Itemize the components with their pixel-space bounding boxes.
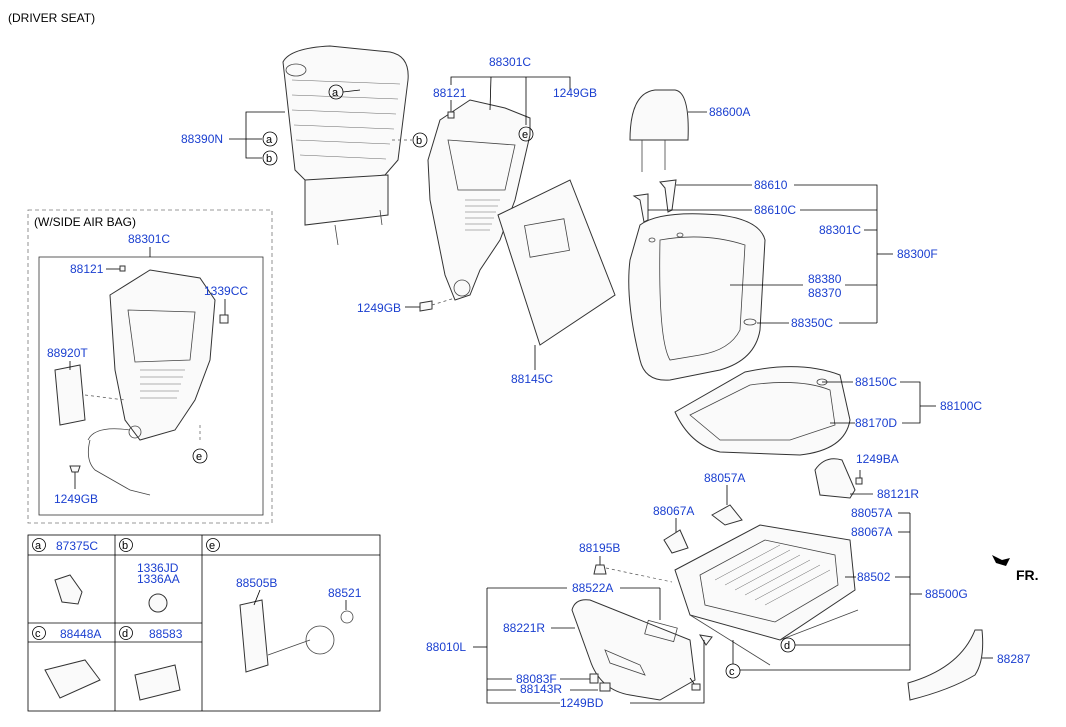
bracket-87375C-part — [54, 574, 83, 605]
label-88170D: 88170D — [855, 416, 897, 430]
label-88301C-top: 88301C — [489, 55, 531, 69]
label-88287: 88287 — [997, 652, 1031, 666]
label-88390N: 88390N — [181, 132, 223, 146]
side-shield-part — [571, 599, 696, 701]
front-arrow-icon — [992, 555, 1010, 566]
label-88522A: 88522A — [572, 581, 613, 595]
label-88301C-right: 88301C — [819, 223, 861, 237]
trim-cover-part — [907, 629, 984, 701]
table-callout-e: e — [209, 540, 215, 552]
callout-e-airbag: e — [196, 451, 202, 463]
label-88600A: 88600A — [709, 105, 750, 119]
table-part-1336JD: 1336JD — [137, 561, 179, 575]
table-callout-a: a — [35, 540, 42, 552]
side-airbag-inner-box — [38, 256, 264, 516]
seat-track-frame-part — [674, 524, 859, 666]
label-1249BA: 1249BA — [856, 452, 899, 466]
label-88500G: 88500G — [925, 587, 968, 601]
label-88083F: 88083F — [516, 672, 557, 686]
label-88195B: 88195B — [579, 541, 620, 555]
callout-a: a — [332, 87, 339, 99]
seatback-cushion-part — [628, 213, 766, 381]
side-airbag-title: (W/SIDE AIR BAG) — [34, 215, 136, 229]
label-88010L: 88010L — [426, 640, 466, 654]
table-part-87375C: 87375C — [56, 539, 98, 553]
motor-88505B-part — [239, 599, 269, 673]
diagram-title: (DRIVER SEAT) — [8, 11, 95, 25]
side-airbag-box — [27, 209, 273, 524]
headrest-part — [629, 89, 689, 172]
label-88067A-top: 88067A — [653, 504, 694, 518]
seatback-frame-part — [427, 99, 531, 301]
table-part-88505B: 88505B — [236, 576, 277, 590]
seat-cushion-part — [674, 366, 851, 456]
label-88370: 88370 — [808, 286, 842, 300]
label-88610C: 88610C — [754, 203, 796, 217]
label-88150C: 88150C — [855, 375, 897, 389]
label-88143R: 88143R — [520, 682, 562, 696]
table-part-1336AA: 1336AA — [137, 572, 180, 586]
label-88121-airbag: 88121 — [70, 262, 104, 276]
airbag-frame-part — [54, 269, 216, 496]
table-part-88448A: 88448A — [60, 627, 101, 641]
parts-reference-table — [27, 534, 381, 712]
label-88380: 88380 — [808, 272, 842, 286]
callout-b-left: b — [266, 153, 272, 165]
back-board-part — [497, 179, 616, 346]
callout-b-main: b — [416, 135, 422, 147]
label-88145C: 88145C — [511, 372, 553, 386]
label-88301C-airbag: 88301C — [128, 232, 170, 246]
motor-88448A-part — [44, 659, 101, 699]
label-1249GB-top: 1249GB — [553, 86, 597, 100]
motor-88583-part — [134, 664, 181, 701]
label-88300F: 88300F — [897, 247, 938, 261]
label-88121R: 88121R — [877, 487, 919, 501]
table-part-88583: 88583 — [149, 627, 183, 641]
label-88100C: 88100C — [940, 399, 982, 413]
table-callout-c: c — [35, 628, 41, 640]
label-1339CC-airbag: 1339CC — [204, 284, 248, 298]
seatback-cover-part — [282, 45, 409, 246]
callout-c-main: c — [729, 666, 735, 678]
callout-d-main: d — [784, 640, 790, 652]
label-88502: 88502 — [857, 570, 891, 584]
callout-a-left: a — [266, 134, 273, 146]
table-callout-d: d — [122, 628, 128, 640]
front-label: FR. — [1016, 567, 1039, 583]
label-1249GB-airbag: 1249GB — [54, 492, 98, 506]
label-1249BD: 1249BD — [560, 696, 604, 710]
table-part-88521: 88521 — [328, 586, 362, 600]
label-88057A-top: 88057A — [704, 471, 745, 485]
label-1249GB-mid: 1249GB — [357, 301, 401, 315]
callout-e-top: e — [522, 129, 528, 141]
table-callout-b: b — [122, 540, 128, 552]
label-88350C: 88350C — [791, 316, 833, 330]
label-88057A-right: 88057A — [851, 506, 892, 520]
label-88610: 88610 — [754, 178, 788, 192]
label-88121-top: 88121 — [433, 86, 467, 100]
side-cover-part — [814, 458, 856, 499]
label-88920T-airbag: 88920T — [47, 346, 88, 360]
label-88221R: 88221R — [503, 621, 545, 635]
gear-88521-part — [340, 610, 354, 624]
clip-1336-part — [148, 593, 168, 613]
label-88067A-right: 88067A — [851, 525, 892, 539]
